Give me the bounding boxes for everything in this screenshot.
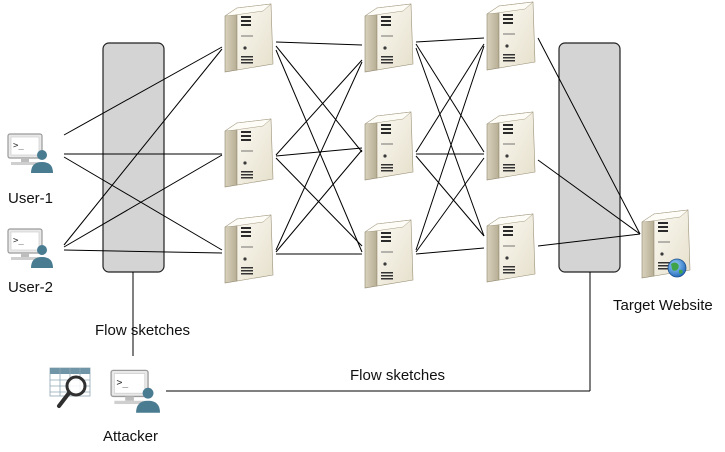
user-1-icon xyxy=(7,133,53,173)
server-icon xyxy=(224,118,274,188)
server-icon xyxy=(364,3,414,73)
analysis-icon xyxy=(49,367,91,408)
server-icon xyxy=(224,214,274,284)
attacker-label: Attacker xyxy=(103,428,159,445)
server-icon xyxy=(224,3,274,73)
flow-sketches-label-left: Flow sketches xyxy=(95,322,191,339)
server-icon xyxy=(364,219,414,289)
user-1-label: User-1 xyxy=(8,190,54,207)
flow-sketches-label-bottom: Flow sketches xyxy=(350,367,446,384)
server-icon xyxy=(486,111,536,181)
user-2-icon xyxy=(7,228,53,268)
target-website-icon xyxy=(641,209,691,279)
flow-monitor-bar-left xyxy=(102,42,165,273)
network-links xyxy=(63,37,641,392)
user-2-label: User-2 xyxy=(8,279,54,296)
target-website-label: Target Website xyxy=(613,297,713,314)
attacker-icon xyxy=(110,369,160,413)
server-icon xyxy=(486,213,536,283)
server-icon xyxy=(486,1,536,71)
server-icon xyxy=(364,111,414,181)
